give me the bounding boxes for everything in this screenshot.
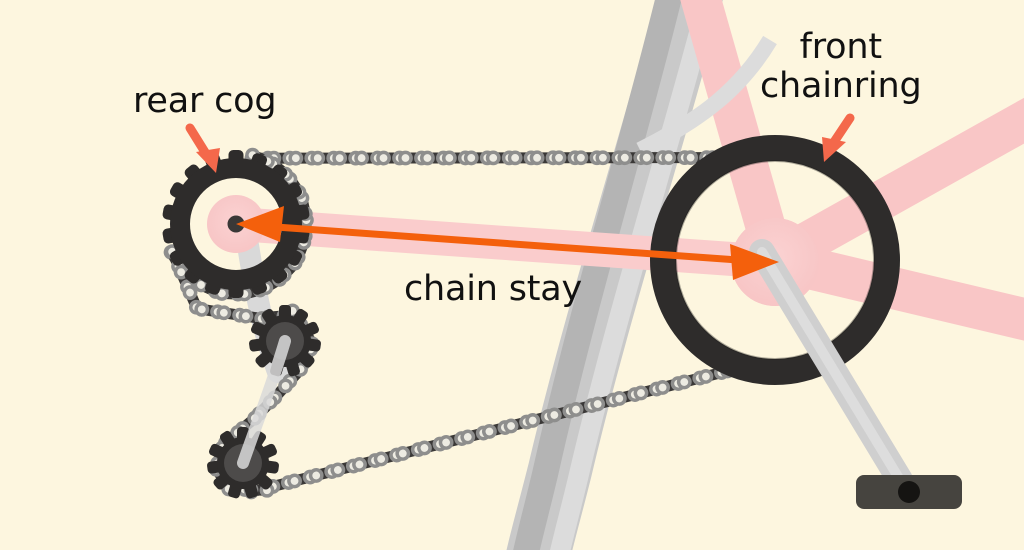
derailleur-cage	[237, 335, 291, 469]
pedal	[856, 475, 962, 509]
rear-cog	[162, 150, 310, 298]
pointer-front-chainring-arrow	[822, 113, 855, 162]
pointer-rear-cog-arrow	[185, 123, 220, 173]
label-front-chainring-line1: front	[799, 27, 882, 67]
chain-stay-arrow	[236, 206, 779, 280]
label-rear-cog: rear cog	[133, 81, 277, 121]
label-front-chainring: front chainring	[760, 27, 922, 107]
rear-wheel-rim	[506, 0, 723, 550]
label-chain-stay: chain stay	[404, 269, 583, 309]
derailleur-lower-pulley	[207, 427, 279, 499]
label-front-chainring-line2: chainring	[760, 66, 922, 107]
front-chainring	[650, 135, 900, 385]
chain-upper-run	[244, 150, 736, 166]
